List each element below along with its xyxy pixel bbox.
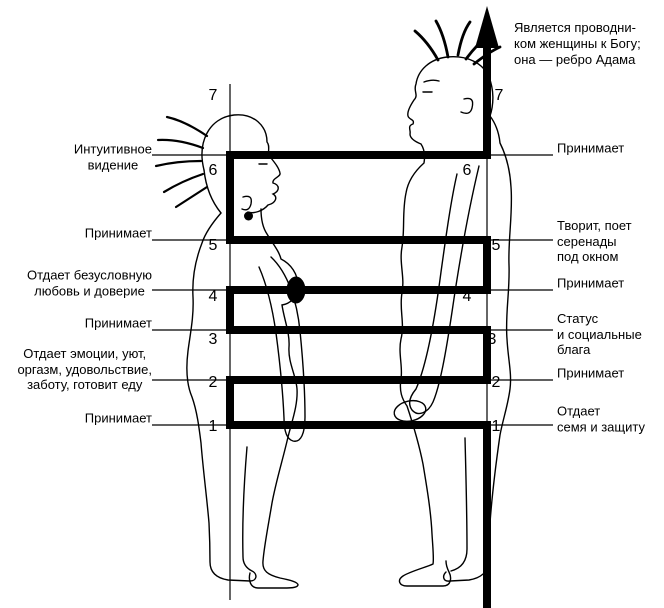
chakra-number-right-3: 3: [487, 331, 497, 348]
label-right-4: Принимает: [557, 275, 625, 291]
chakra-number-right-2: 2: [491, 374, 501, 391]
woman-head-face-outline: [201, 114, 281, 214]
label-right-6: Принимает: [557, 140, 625, 156]
label-left-1: Принимает: [84, 410, 152, 426]
label-right-2: Принимает: [557, 365, 625, 381]
chakra-number-right-1: 1: [491, 418, 501, 435]
label-left-4: Отдает безусловную любовь и доверие: [26, 267, 152, 299]
energy-flow-line: [226, 46, 491, 608]
label-right-7-note: Является проводни- ком женщины к Богу; о…: [514, 20, 641, 67]
chakra-number-left-4: 4: [208, 288, 218, 305]
chakra-number-right-4: 4: [462, 288, 472, 305]
chakra-number-right-7: 7: [494, 87, 504, 104]
label-left-3: Принимает: [84, 315, 152, 331]
chakra-number-right-6: 6: [462, 162, 472, 179]
label-left-2: Отдает эмоции, уют, оргазм, удовольствие…: [17, 345, 152, 392]
chakra-number-left-7: 7: [208, 87, 218, 104]
label-right-5: Творит, поет серенады под окном: [557, 217, 632, 264]
chakra-number-left-3: 3: [208, 331, 218, 348]
heart-dot: [286, 276, 306, 304]
label-right-1: Отдает семя и защиту: [557, 403, 645, 435]
label-right-3: Статус и социальные блага: [557, 310, 642, 357]
woman-back-outline: [186, 169, 257, 582]
label-left-6: Интуитивное видение: [73, 141, 152, 173]
man-figure: [393, 19, 513, 587]
chakra-number-left-5: 5: [208, 237, 218, 254]
chakra-number-left-2: 2: [208, 374, 218, 391]
man-ear: [460, 97, 474, 115]
woman-figure: [154, 114, 306, 589]
woman-ear: [241, 195, 253, 211]
label-left-5: Принимает: [84, 225, 152, 241]
chakra-number-left-1: 1: [208, 418, 218, 435]
man-back-outline: [442, 56, 513, 582]
woman-hair: [154, 115, 209, 209]
chakra-number-right-5: 5: [491, 237, 501, 254]
man-eyebrow: [423, 79, 440, 83]
man-inner-leg: [450, 437, 468, 572]
woman-earring-dot: [244, 211, 253, 221]
energy-flow-arrowhead: [475, 6, 499, 48]
man-head-face-front-outline: [398, 56, 452, 587]
chakra-number-left-6: 6: [208, 162, 218, 179]
man-hand-oval: [393, 399, 427, 423]
woman-front-outline: [248, 208, 299, 589]
